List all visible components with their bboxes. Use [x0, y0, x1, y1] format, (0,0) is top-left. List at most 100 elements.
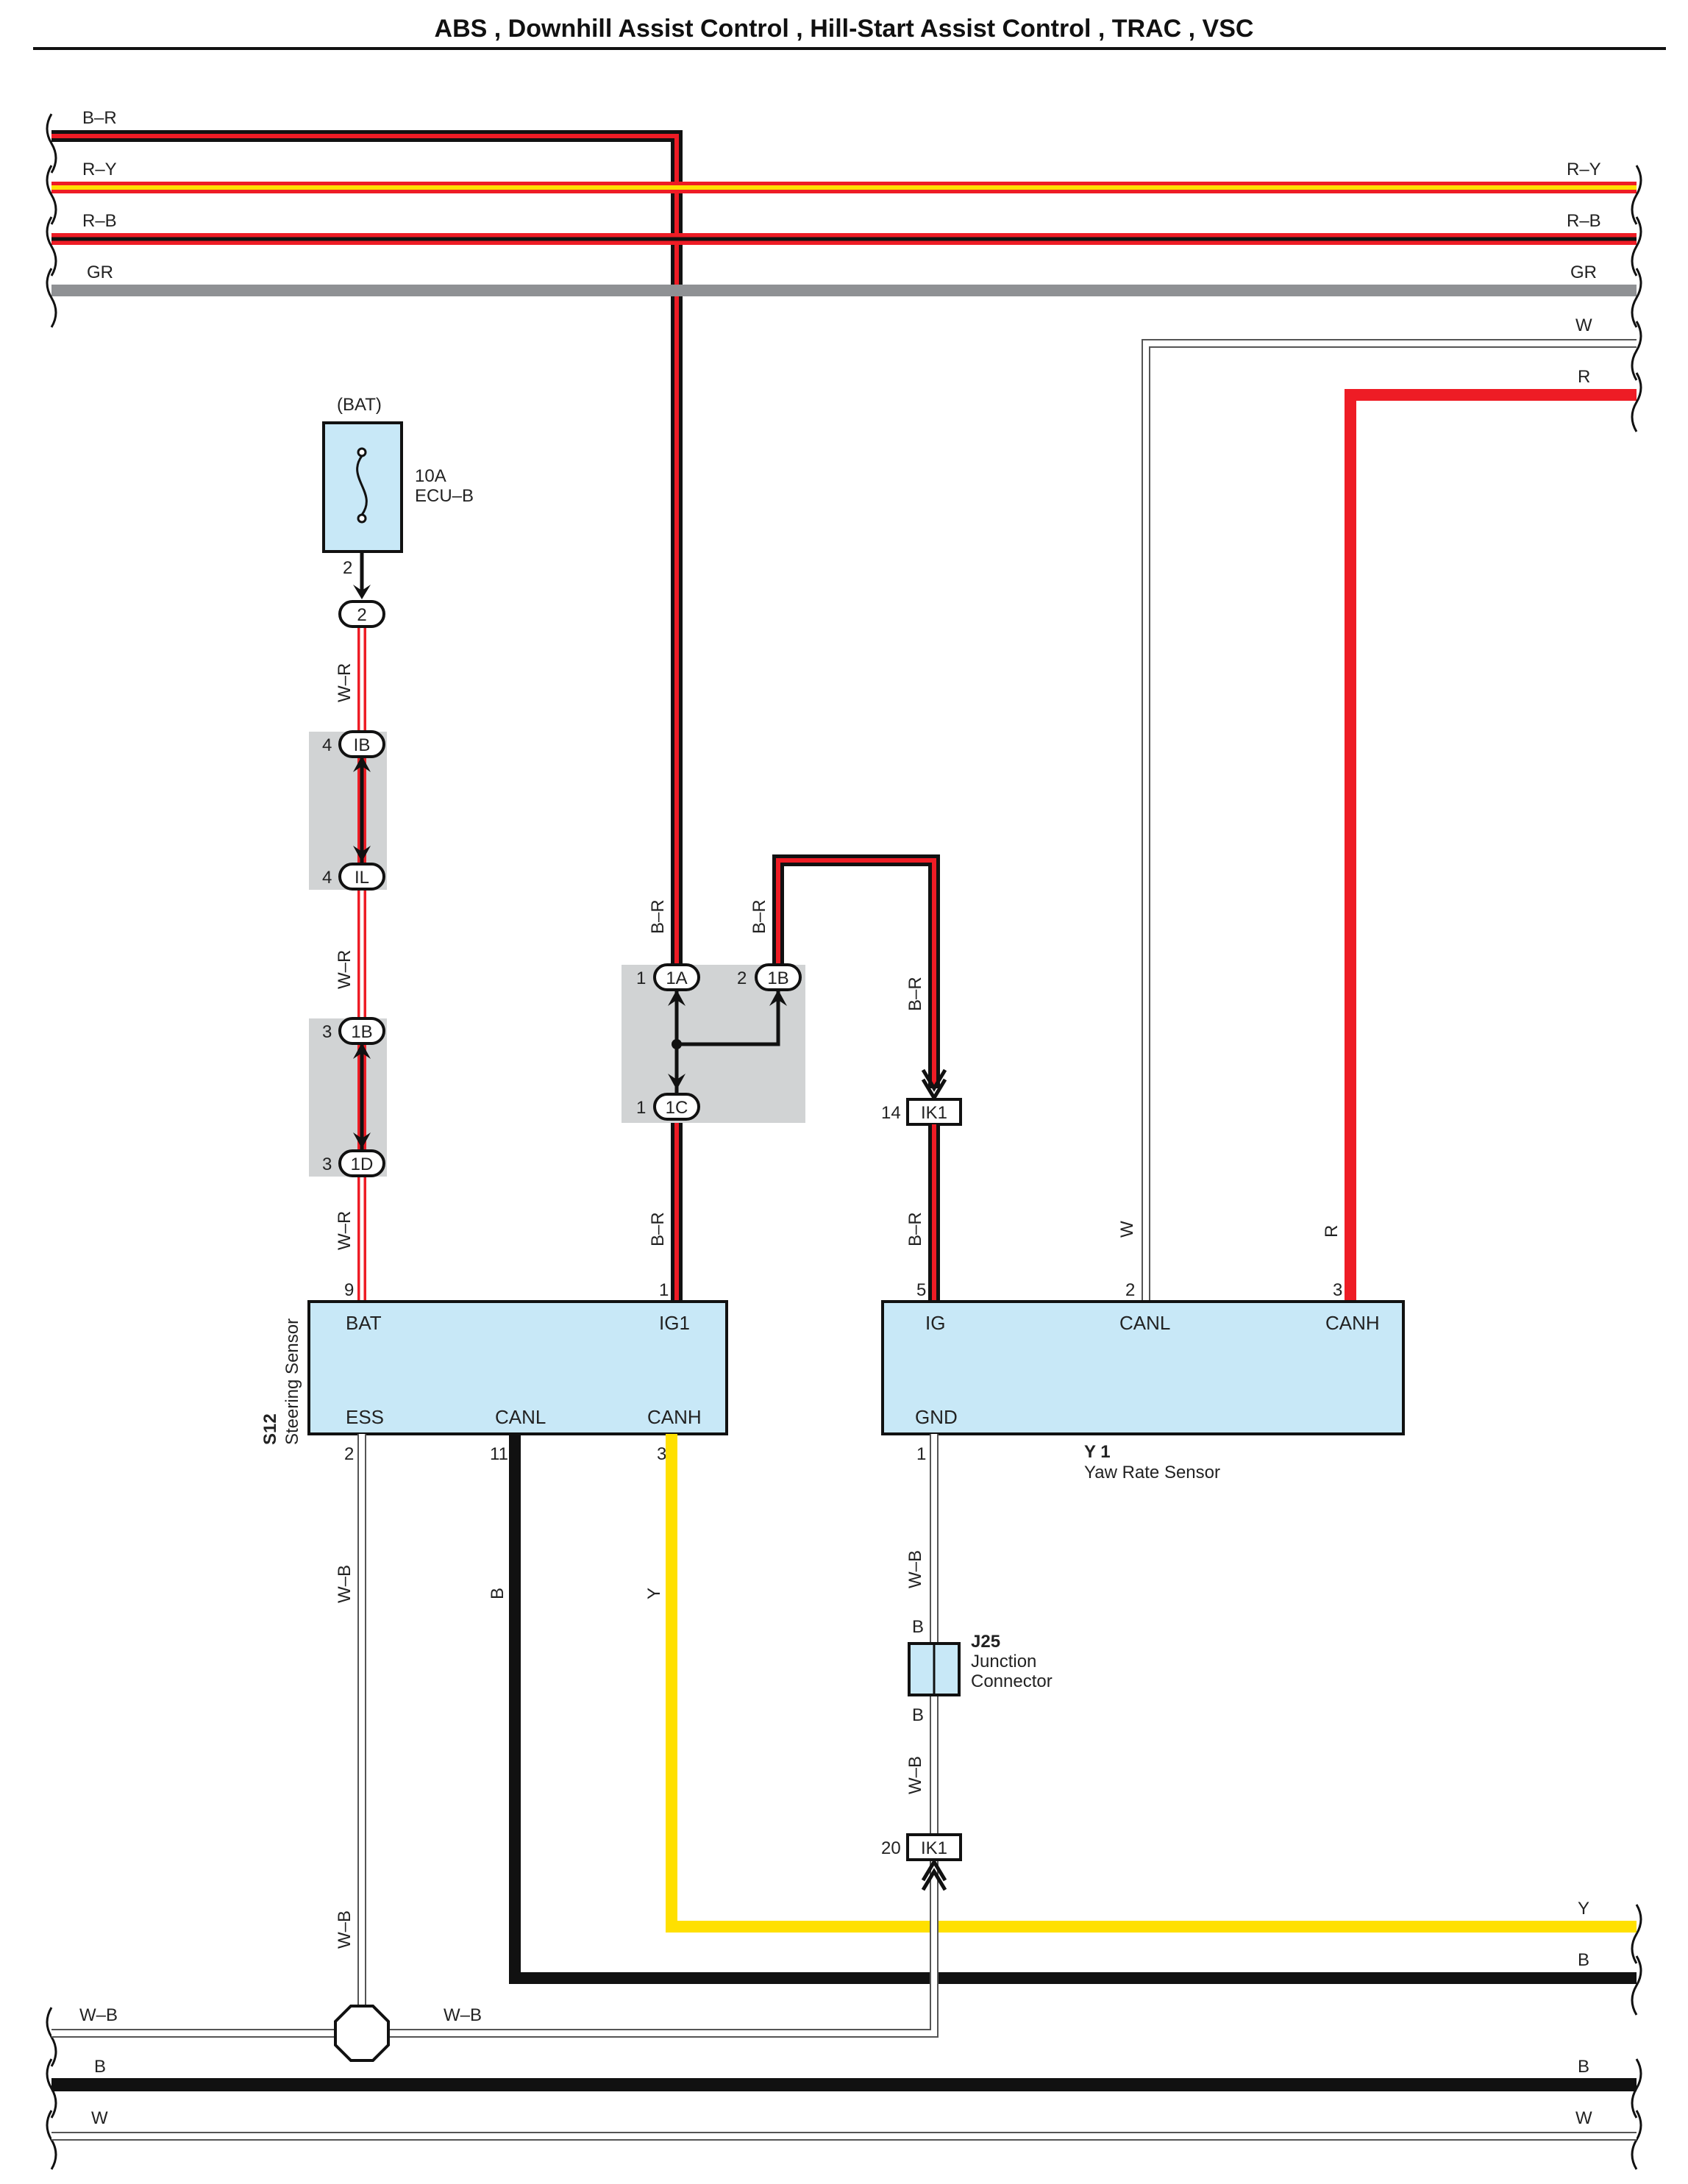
steering-pin-bat: BAT — [346, 1312, 382, 1334]
svg-text:20: 20 — [881, 1838, 901, 1858]
break-marks — [46, 113, 1642, 2170]
label-w-right: W — [1575, 315, 1592, 335]
svg-text:1: 1 — [636, 968, 646, 988]
label-y-right: Y — [1578, 1899, 1589, 1919]
label-b-r-3: B–R — [905, 977, 925, 1011]
splice-octagon — [334, 2005, 390, 2062]
fuse-source: (BAT) — [337, 395, 382, 415]
connector-1a: 1A 1 — [636, 963, 700, 991]
fuse-name: ECU–B — [415, 486, 474, 506]
arrow-icon — [353, 756, 371, 772]
connector-1c: 1C 1 — [636, 1093, 700, 1121]
steering-code: S12 — [260, 1413, 280, 1445]
label-b-right-2: B — [1578, 2057, 1589, 2077]
svg-text:1A: 1A — [666, 968, 687, 988]
yaw-pin-canh: CANH — [1325, 1312, 1380, 1334]
label-w-b-2: W–B — [335, 1910, 355, 1949]
label-b-r-1: B–R — [648, 899, 668, 934]
svg-text:IB: IB — [354, 735, 371, 755]
svg-text:2: 2 — [737, 968, 747, 988]
label-b-right-1: B — [1578, 1950, 1589, 1970]
connector-il: IL 4 — [322, 863, 385, 891]
label-b-r-5: B–R — [905, 1212, 925, 1246]
wire-w-canl — [1142, 339, 1637, 1302]
steering-name: Steering Sensor — [282, 1318, 302, 1445]
arrow-icon — [668, 990, 685, 1006]
steering-pin-canh: CANH — [647, 1406, 702, 1428]
label-w-r-1: W–R — [335, 663, 355, 702]
fuse-rating: 10A — [415, 466, 446, 486]
label-b-r-2: B–R — [749, 899, 769, 934]
svg-text:2: 2 — [357, 605, 366, 625]
svg-text:1C: 1C — [666, 1098, 688, 1118]
j25-bottom-label: B — [912, 1705, 924, 1725]
steering-pinnum-canh: 3 — [657, 1444, 666, 1464]
label-w-b-4: W–B — [905, 1756, 925, 1794]
connector-ib: IB 4 — [322, 730, 385, 758]
label-b-left: B — [94, 2057, 106, 2077]
steering-pin-canl: CANL — [495, 1406, 546, 1428]
label-w-b-3: W–B — [905, 1550, 925, 1588]
arrow-icon — [769, 990, 787, 1006]
label-r-b-right: R–B — [1567, 211, 1601, 231]
arrow-icon — [353, 1132, 371, 1149]
svg-text:IK1: IK1 — [921, 1103, 947, 1123]
svg-text:1: 1 — [636, 1098, 646, 1118]
label-w-b-1: W–B — [335, 1565, 355, 1603]
svg-text:1B: 1B — [767, 968, 788, 988]
steering-pin-ess: ESS — [346, 1406, 384, 1428]
steering-pinnum-canl: 11 — [490, 1444, 508, 1464]
svg-text:IL: IL — [355, 868, 369, 888]
fuse-pin: 2 — [343, 558, 352, 578]
label-r-b-left: R–B — [82, 211, 117, 231]
yaw-pinnum-canl: 2 — [1125, 1280, 1135, 1300]
wire-b-r-branch — [772, 854, 940, 1088]
label-w-b-left: W–B — [79, 2005, 118, 2025]
arrow-icon — [353, 585, 371, 599]
inline-connector-ik1-bottom: IK1 20 — [881, 1833, 962, 1891]
j25-line1: Junction — [971, 1652, 1036, 1671]
j25-code: J25 — [971, 1632, 1000, 1652]
fuse-icon — [356, 447, 368, 524]
page-title: ABS , Downhill Assist Control , Hill-Sta… — [434, 15, 1254, 43]
steering-pinnum-bat: 9 — [344, 1280, 354, 1300]
arrow-icon — [353, 1043, 371, 1059]
steering-pin-ig1: IG1 — [659, 1312, 690, 1334]
label-r-y-right: R–Y — [1567, 160, 1601, 179]
svg-text:4: 4 — [322, 735, 332, 755]
svg-text:1B: 1B — [351, 1022, 372, 1042]
yaw-pin-ig: IG — [925, 1312, 945, 1334]
steering-sensor-box — [307, 1300, 728, 1435]
yaw-pin-gnd: GND — [915, 1406, 958, 1428]
label-r-right: R — [1578, 367, 1590, 387]
label-b-r: B–R — [82, 108, 117, 128]
wire-r-canh — [1345, 389, 1637, 1302]
yaw-pin-canl: CANL — [1119, 1312, 1170, 1334]
svg-text:4: 4 — [322, 868, 332, 888]
yaw-pinnum-gnd: 1 — [916, 1444, 926, 1464]
connector-1b-left: 1B 3 — [322, 1017, 385, 1045]
svg-text:1D: 1D — [351, 1155, 374, 1174]
arrow-icon — [668, 1074, 685, 1090]
yaw-code: Y 1 — [1084, 1442, 1111, 1462]
yaw-pinnum-ig: 5 — [916, 1280, 926, 1300]
wire-w-b-gnd — [51, 1434, 939, 2038]
label-gr-left: GR — [87, 263, 113, 282]
wire-b-canl — [509, 1434, 1637, 1984]
svg-text:3: 3 — [322, 1155, 332, 1174]
label-r-y-left: R–Y — [82, 160, 117, 179]
svg-text:IK1: IK1 — [921, 1838, 947, 1858]
steering-pinnum-ess: 2 — [344, 1444, 354, 1464]
wire-y-canh — [666, 1434, 1637, 1933]
wire-b-r-main — [51, 130, 683, 1302]
label-b-canl: B — [488, 1588, 508, 1599]
connector-fuse-2: 2 — [338, 600, 385, 628]
connector-1d: 1D 3 — [322, 1149, 385, 1177]
label-w-b-mid: W–B — [444, 2005, 482, 2025]
j25-top-label: B — [912, 1617, 924, 1637]
label-b-r-4: B–R — [648, 1212, 668, 1246]
yaw-name: Yaw Rate Sensor — [1084, 1463, 1220, 1482]
yaw-pinnum-canh: 3 — [1333, 1280, 1342, 1300]
svg-text:3: 3 — [322, 1022, 332, 1042]
